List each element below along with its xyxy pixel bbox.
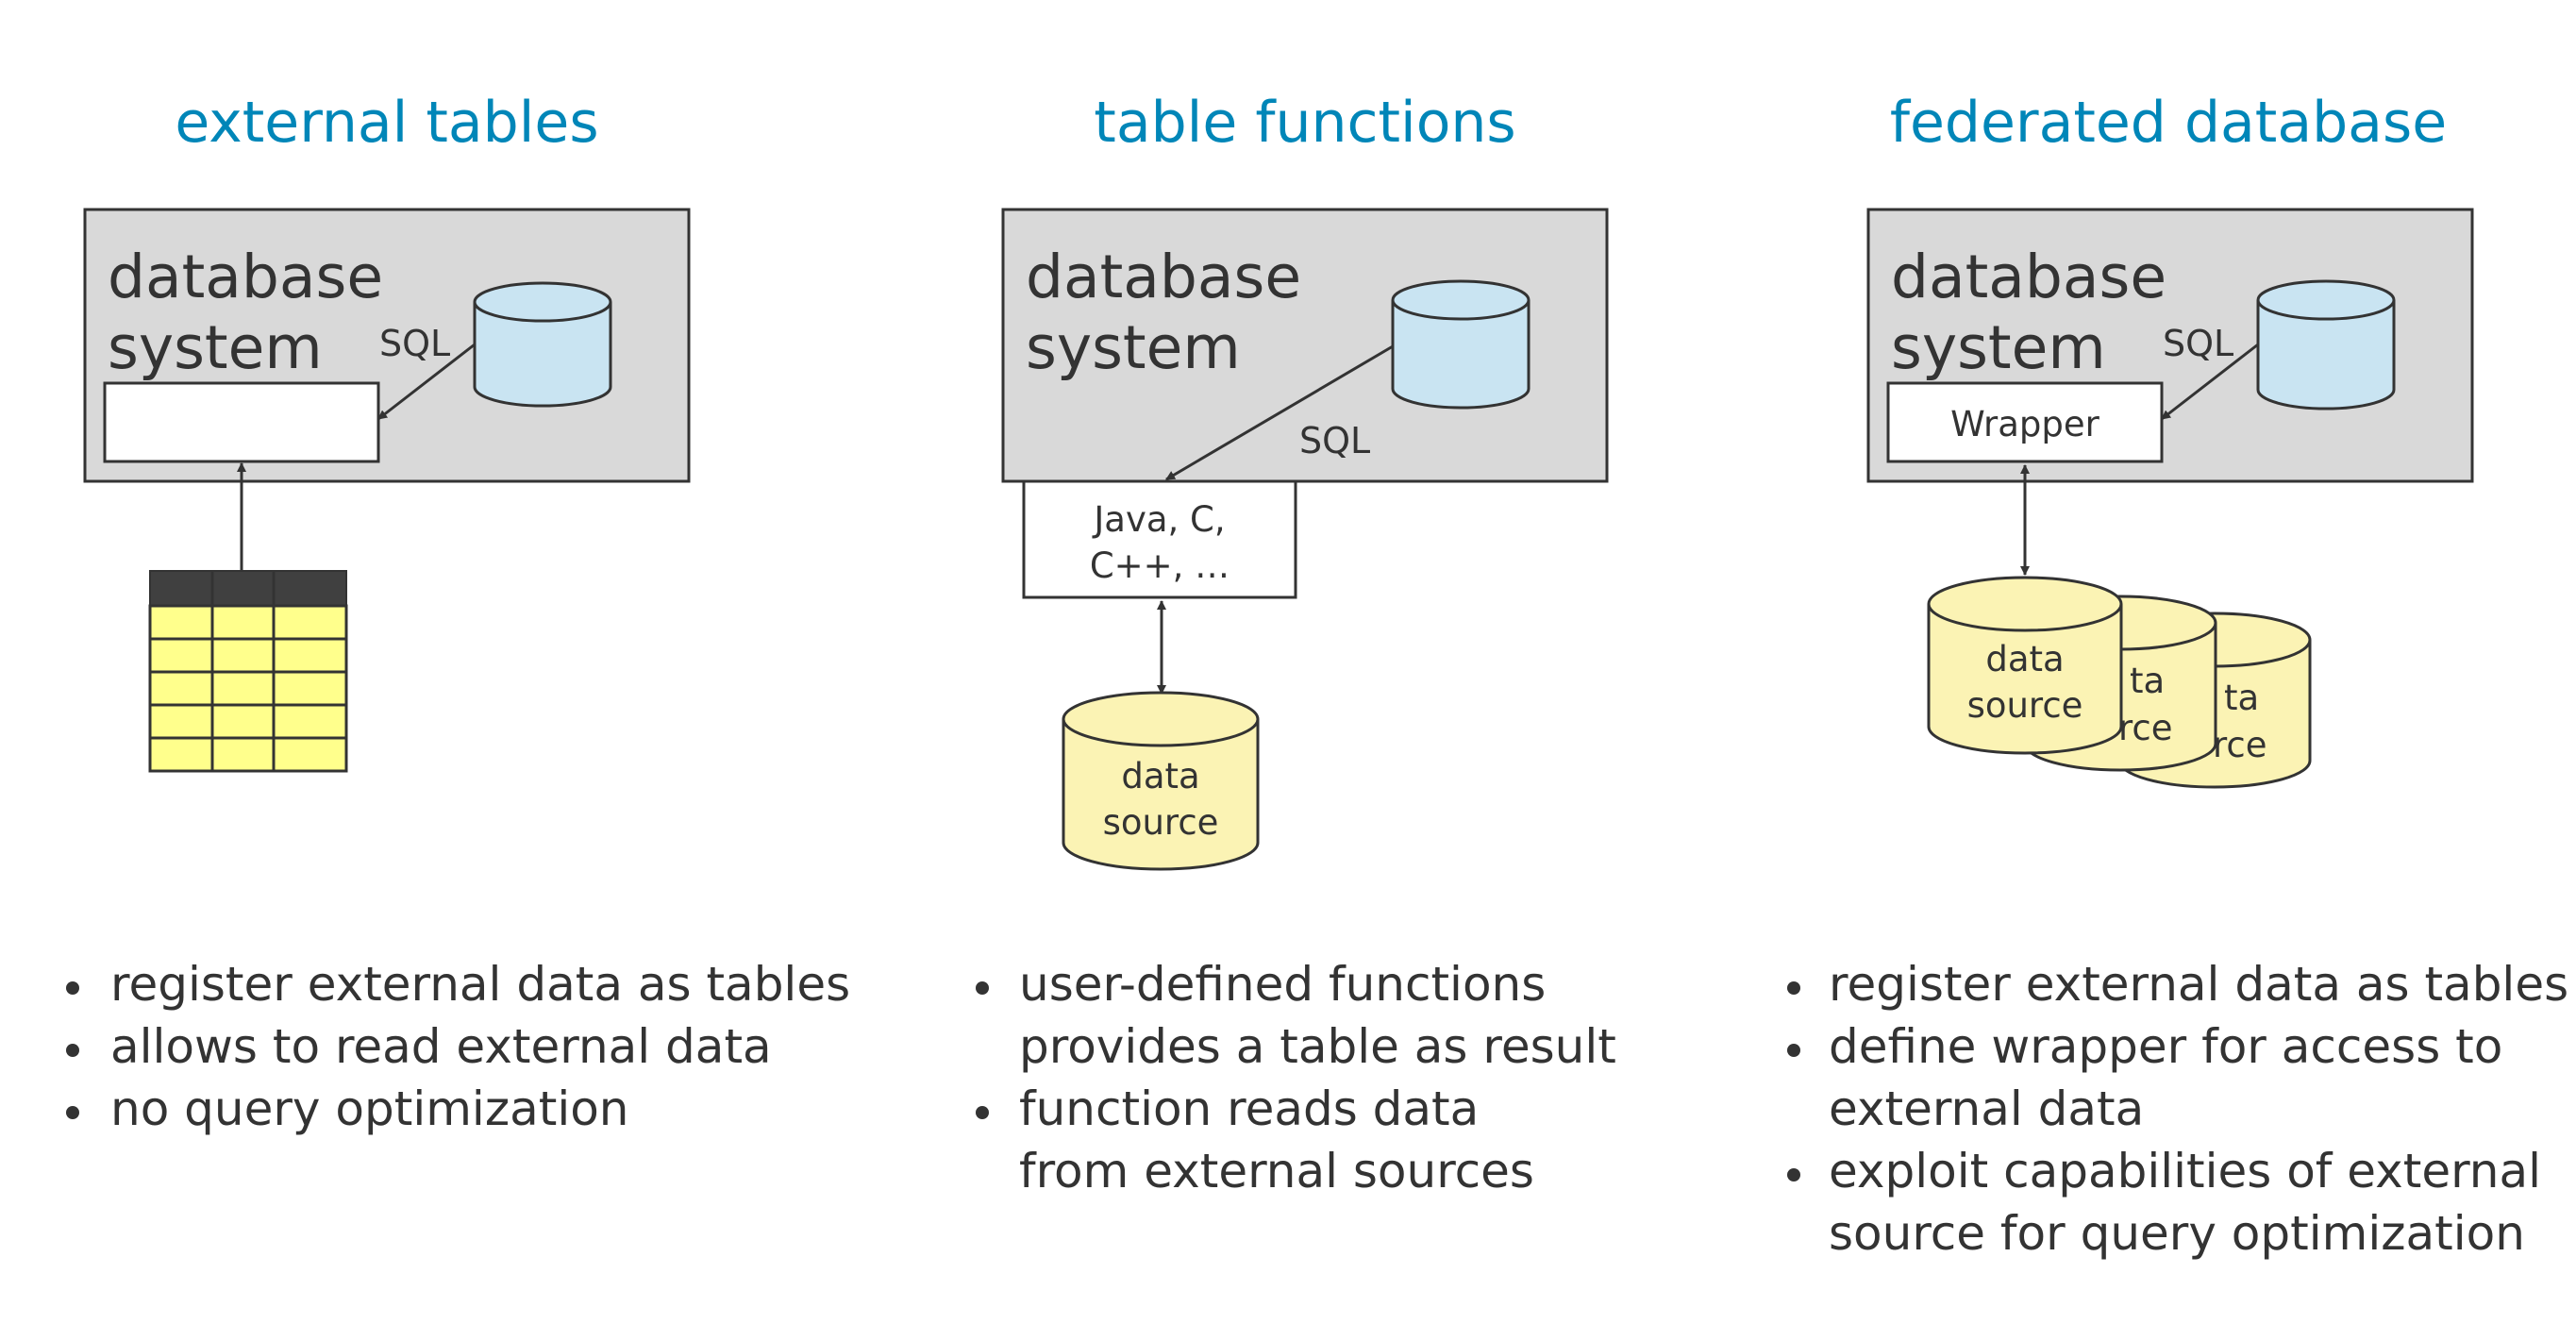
sql-label: SQL: [2163, 323, 2233, 364]
bullet-marker: [1787, 1168, 1800, 1182]
data-source-label-line2: source: [1967, 685, 2083, 726]
bullet-text: function reads data: [1019, 1081, 1479, 1136]
bullet-list: register external data as tables allows …: [66, 957, 850, 1136]
bullet-text: source for query optimization: [1829, 1206, 2525, 1261]
bullet-text: no query optimization: [110, 1081, 629, 1136]
bullet-text: provides a table as result: [1019, 1019, 1616, 1074]
bullet-text: external data: [1829, 1081, 2144, 1136]
database-system-label-line2: system: [1026, 313, 1241, 382]
data-source-label-line1: ta: [2224, 678, 2259, 718]
sql-label: SQL: [1299, 420, 1370, 461]
sql-arrow: [377, 343, 476, 421]
bullet-marker: [1787, 1044, 1800, 1057]
external-table-icon: [148, 570, 348, 773]
bullet-marker: [976, 981, 989, 995]
bullet-text: define wrapper for access to: [1829, 1019, 2502, 1074]
database-system-label-line1: database: [108, 243, 383, 311]
wrapper-box: [1886, 381, 2164, 463]
wrapper-label: Wrapper: [1950, 404, 2100, 444]
heading-external-tables: external tables: [175, 90, 598, 156]
column-external-tables: external tables database system SQL regi…: [66, 90, 850, 1136]
bullet-marker: [66, 981, 79, 995]
bullet-text: user-defined functions: [1019, 957, 1546, 1012]
heading-federated-database: federated database: [1890, 90, 2447, 156]
bullet-text: exploit capabilities of external: [1829, 1144, 2541, 1198]
database-cylinder-icon: [473, 281, 612, 408]
bullet-text: allows to read external data: [110, 1019, 772, 1074]
sql-label: SQL: [379, 323, 450, 364]
function-box: [1022, 479, 1297, 599]
sql-arrow: [2161, 343, 2259, 421]
data-source-label-line2: rce: [2213, 725, 2267, 765]
bullet-marker: [66, 1106, 79, 1119]
bullet-marker: [976, 1106, 989, 1119]
data-source-cylinder-icon: [1927, 576, 2123, 755]
bullet-marker: [66, 1044, 79, 1057]
bullet-text: from external sources: [1019, 1144, 1534, 1198]
database-system-label-line1: database: [1891, 243, 2166, 311]
bullet-marker: [1787, 981, 1800, 995]
function-box-line2: C++, …: [1090, 545, 1229, 586]
heading-table-functions: table functions: [1094, 90, 1515, 156]
database-system-label-line1: database: [1026, 243, 1301, 311]
bullet-list: user-defined functions provides a table …: [976, 957, 1616, 1198]
data-source-label-line1: data: [1121, 756, 1199, 796]
database-cylinder-icon: [2256, 279, 2396, 411]
column-table-functions: table functions database system SQL Java…: [976, 90, 1616, 1198]
data-source-label-line2: source: [1103, 802, 1219, 843]
bullet-text: register external data as tables: [1829, 957, 2568, 1012]
sql-arrow: [1165, 344, 1394, 481]
bullet-list: register external data as tables define …: [1787, 957, 2568, 1261]
external-table-proxy-box: [103, 381, 380, 463]
bullet-text: register external data as tables: [110, 957, 850, 1012]
column-federated-database: federated database database system SQL W…: [1787, 90, 2568, 1261]
data-source-label-line2: rce: [2118, 708, 2173, 748]
database-system-label-line2: system: [1891, 313, 2106, 382]
database-cylinder-icon: [1391, 279, 1531, 410]
database-system-label-line2: system: [108, 313, 323, 382]
data-source-cylinder-icon: [1062, 691, 1260, 871]
data-source-label-line1: ta: [2130, 661, 2165, 701]
data-source-label-line1: data: [1985, 639, 2064, 679]
function-box-line1: Java, C,: [1092, 499, 1225, 540]
